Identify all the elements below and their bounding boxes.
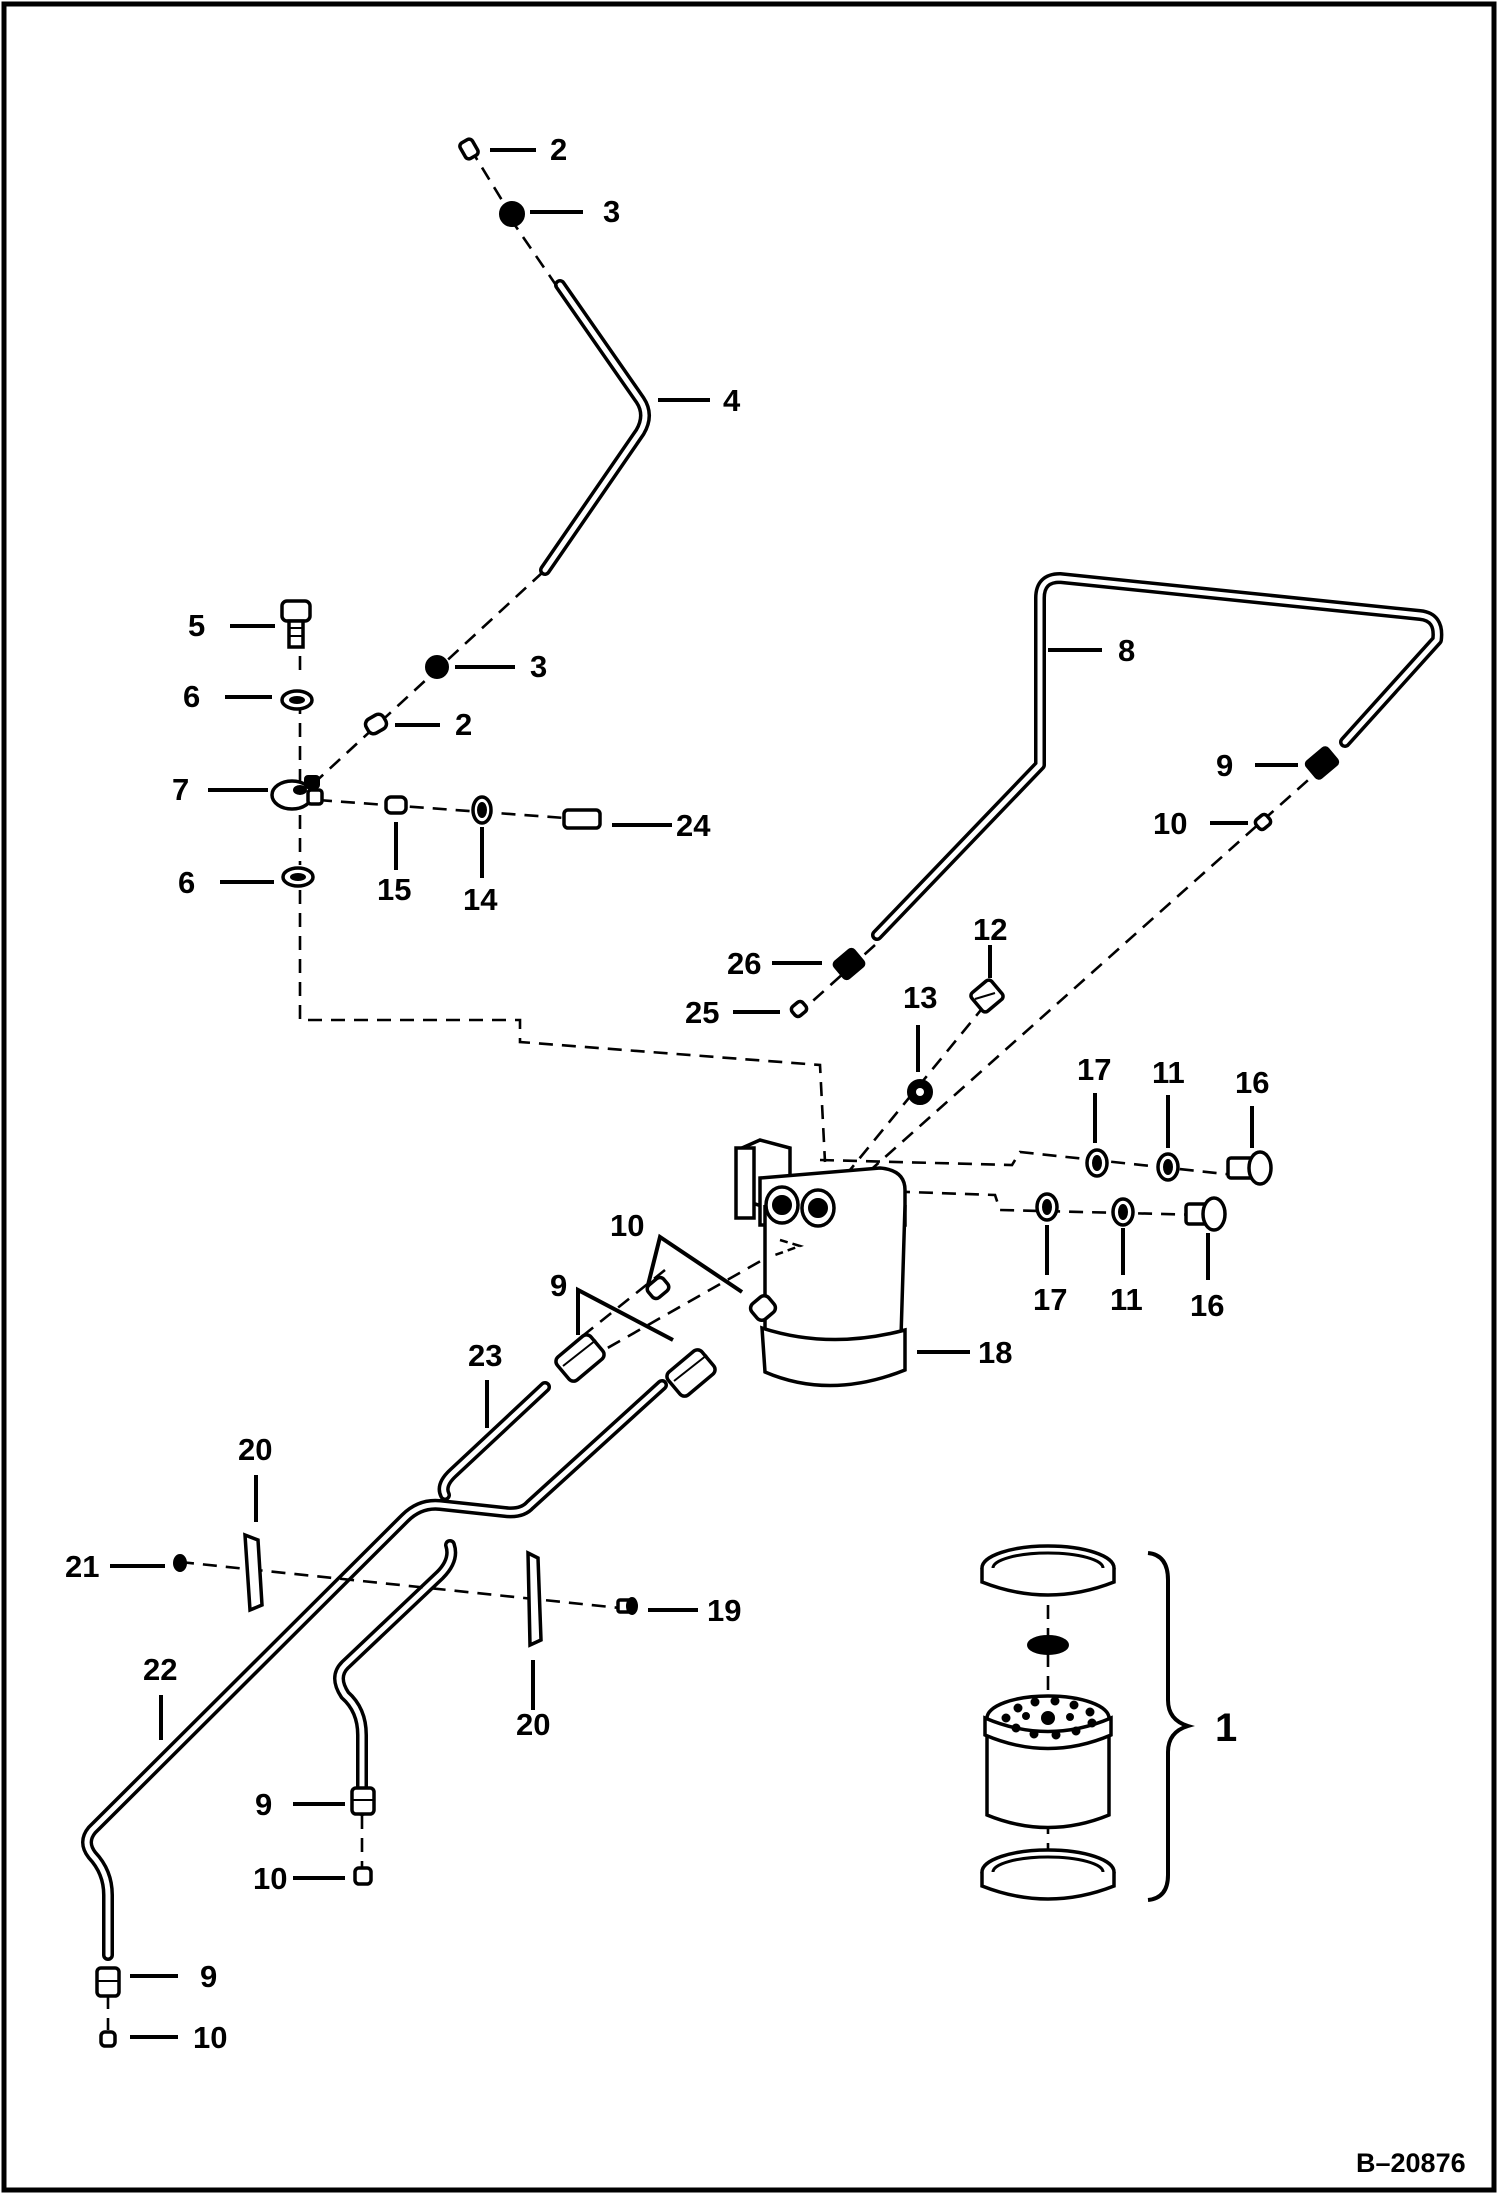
- part-9-fitting-left: [554, 1333, 606, 1383]
- part-11-washer-upper: [1156, 1152, 1180, 1182]
- drawing-code: B–20876: [1356, 2148, 1466, 2178]
- part-9-fitting-right: [665, 1348, 717, 1398]
- callout-9-upper-right: 9: [1216, 748, 1233, 783]
- assembly-lines: [106, 147, 1326, 2030]
- part-10-sleeve-left: [645, 1275, 671, 1301]
- callout-18: 18: [978, 1335, 1012, 1370]
- part-25-sleeve: [789, 999, 809, 1019]
- callout-10-upper-right: 10: [1153, 806, 1187, 841]
- part-26-fitting: [832, 947, 866, 981]
- callout-6-upper: 6: [183, 679, 200, 714]
- part-21-nut: [173, 1554, 187, 1572]
- callout-8: 8: [1118, 633, 1135, 668]
- callout-20-left: 20: [238, 1432, 272, 1467]
- part-3-nut-mid: [425, 655, 449, 679]
- part-6-washer-top: [280, 689, 314, 711]
- callout-10-bottom-left: 10: [193, 2020, 227, 2055]
- callout-labels: 2 3 4 5 6 3 2 7 24 6 15 14 8 9 10 12 26 …: [65, 132, 1269, 2055]
- callout-9-bottom-left: 9: [200, 1959, 217, 1994]
- callout-7: 7: [172, 772, 189, 807]
- callout-17-lower: 17: [1033, 1282, 1067, 1317]
- part-5-bolt: [280, 599, 312, 649]
- part-9-fitting-upper-right: [1304, 746, 1340, 780]
- part-13-seal: [907, 1079, 933, 1105]
- callout-1: 1: [1215, 1706, 1237, 1750]
- callout-25: 25: [685, 995, 719, 1030]
- part-9-fitting-bottom-left: [95, 1966, 121, 1998]
- part-16-bolt-upper: [1226, 1150, 1273, 1186]
- callout-17-upper: 17: [1077, 1052, 1111, 1087]
- callout-19: 19: [707, 1593, 741, 1628]
- callout-12: 12: [973, 912, 1007, 947]
- callout-2-mid: 2: [455, 707, 472, 742]
- callout-11-upper: 11: [1152, 1055, 1185, 1090]
- part-2-sleeve-top: [458, 137, 480, 161]
- pipe-22: [81, 1379, 668, 1961]
- part-2-sleeve-mid: [363, 712, 389, 736]
- filter-holes: [1001, 1696, 1097, 1740]
- part-10-sleeve-upper-right: [1253, 812, 1273, 832]
- callout-4: 4: [723, 383, 741, 418]
- callout-20-right: 20: [516, 1707, 550, 1742]
- part-12-plug: [969, 978, 1005, 1014]
- callout-15: 15: [377, 872, 411, 907]
- callout-11-lower: 11: [1110, 1282, 1143, 1317]
- part-11-washer-lower: [1111, 1197, 1135, 1227]
- part-9-fitting-lower-mid: [350, 1786, 376, 1816]
- pipe-8: [871, 572, 1444, 941]
- part-10-sleeve-bottom-left: [99, 2030, 117, 2048]
- callout-3-mid: 3: [530, 649, 547, 684]
- callout-22: 22: [143, 1652, 177, 1687]
- callout-16-upper: 16: [1235, 1065, 1269, 1100]
- part-16-bolt-lower: [1184, 1196, 1227, 1232]
- part-14-nut: [471, 795, 493, 825]
- leader-lines: [110, 148, 1298, 2039]
- part-10-sleeve-lower-mid: [353, 1866, 373, 1886]
- callout-3-top: 3: [603, 194, 620, 229]
- part-10-sleeve-right: [748, 1293, 778, 1323]
- callout-9-filter: 9: [550, 1268, 567, 1303]
- part-7-banjo-fitting: [270, 775, 324, 811]
- callout-9-lower-mid: 9: [255, 1787, 272, 1822]
- callout-10-lower-mid: 10: [253, 1861, 287, 1896]
- part-17-washer-upper: [1085, 1148, 1109, 1178]
- callout-13: 13: [903, 980, 937, 1015]
- callout-26: 26: [727, 946, 761, 981]
- callout-14: 14: [463, 882, 498, 917]
- callout-16-lower: 16: [1190, 1288, 1224, 1323]
- callout-6-lower: 6: [178, 865, 195, 900]
- part-19-bolt: [616, 1597, 638, 1615]
- part-20-clamp-right: [526, 1550, 543, 1648]
- part-17-washer-lower: [1035, 1192, 1059, 1222]
- pipe-23: [333, 1381, 551, 1816]
- callout-23: 23: [468, 1338, 502, 1373]
- part-18-filter-assembly: [734, 1138, 907, 1388]
- callout-21: 21: [65, 1549, 99, 1584]
- callout-24: 24: [676, 808, 711, 843]
- part-3-nut-top: [499, 201, 525, 227]
- part-1-filter-element-kit: [980, 1544, 1195, 1902]
- pipe-4: [539, 279, 651, 576]
- callout-5: 5: [188, 608, 205, 643]
- part-24-hose: [562, 808, 602, 830]
- part-6-washer-bottom: [281, 866, 315, 888]
- callout-2-top: 2: [550, 132, 567, 167]
- part-20-clamp-left: [243, 1532, 264, 1613]
- part-15-sleeve: [384, 795, 408, 815]
- callout-10-filter: 10: [610, 1208, 644, 1243]
